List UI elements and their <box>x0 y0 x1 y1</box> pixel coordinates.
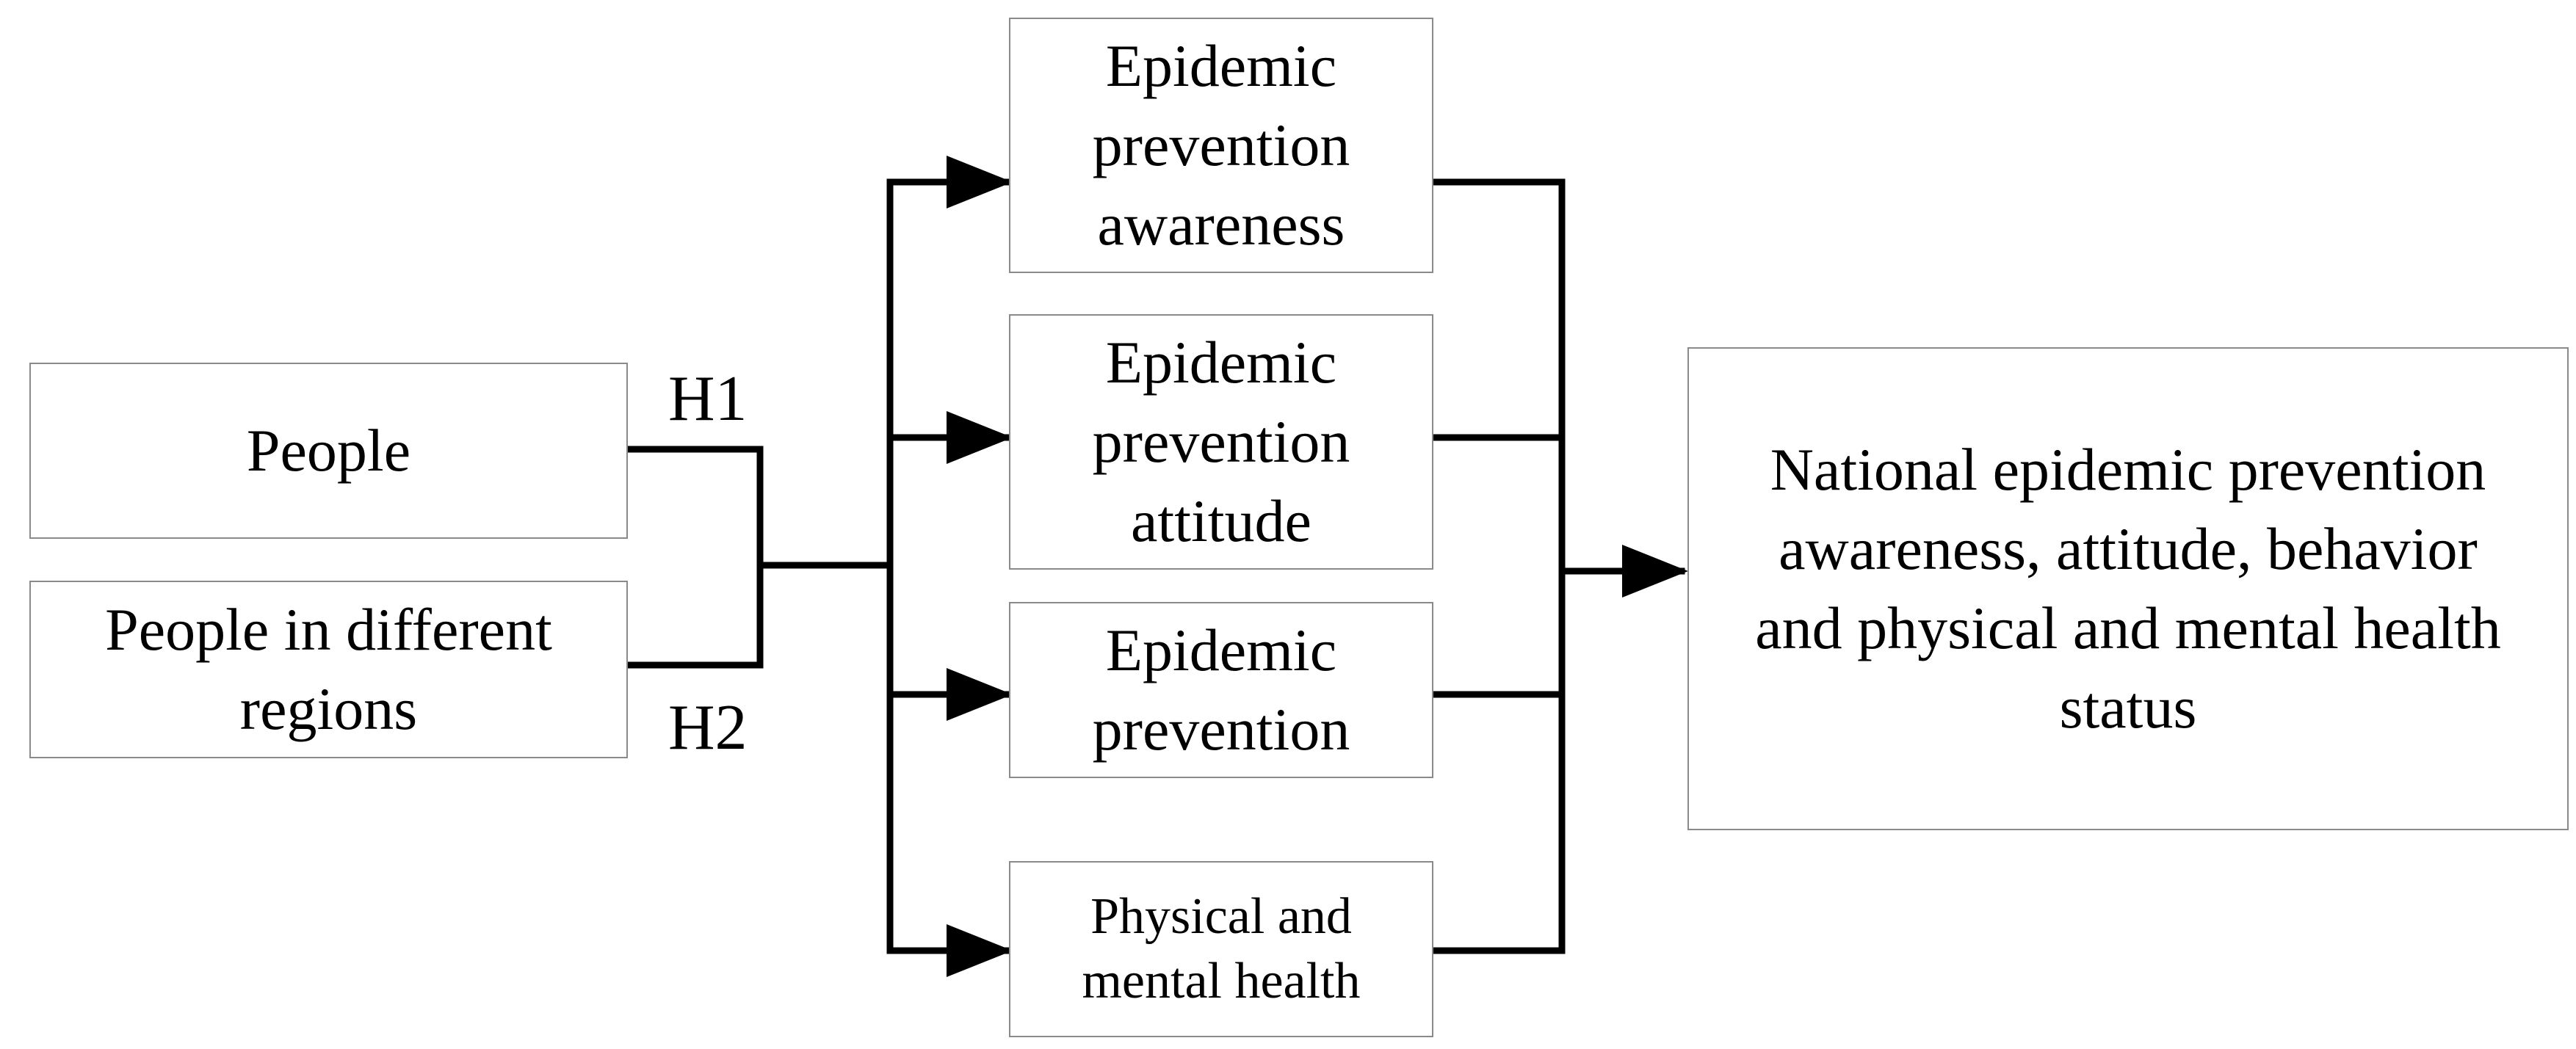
h1-connector <box>624 446 764 569</box>
regions-label: People in different regions <box>105 596 552 742</box>
health-box: Physical and mental health <box>1009 861 1433 1037</box>
h2-connector <box>624 562 764 669</box>
regions-box: People in different regions <box>29 581 628 758</box>
h1-label: H1 <box>668 363 748 435</box>
awareness-label: Epidemic prevention awareness <box>1092 32 1350 258</box>
awareness-box: Epidemic prevention awareness <box>1009 18 1433 273</box>
people-label: People <box>246 417 411 484</box>
prevention-box: Epidemic prevention <box>1009 602 1433 778</box>
outcome-box: National epidemic prevention awareness, … <box>1687 347 2569 830</box>
outcome-label: National epidemic prevention awareness, … <box>1755 436 2501 741</box>
prevention-label: Epidemic prevention <box>1092 617 1350 763</box>
people-box: People <box>29 363 628 539</box>
attitude-label: Epidemic prevention attitude <box>1092 329 1350 554</box>
health-label: Physical and mental health <box>1082 888 1361 1009</box>
h2-label: H2 <box>668 692 748 763</box>
attitude-box: Epidemic prevention attitude <box>1009 314 1433 570</box>
